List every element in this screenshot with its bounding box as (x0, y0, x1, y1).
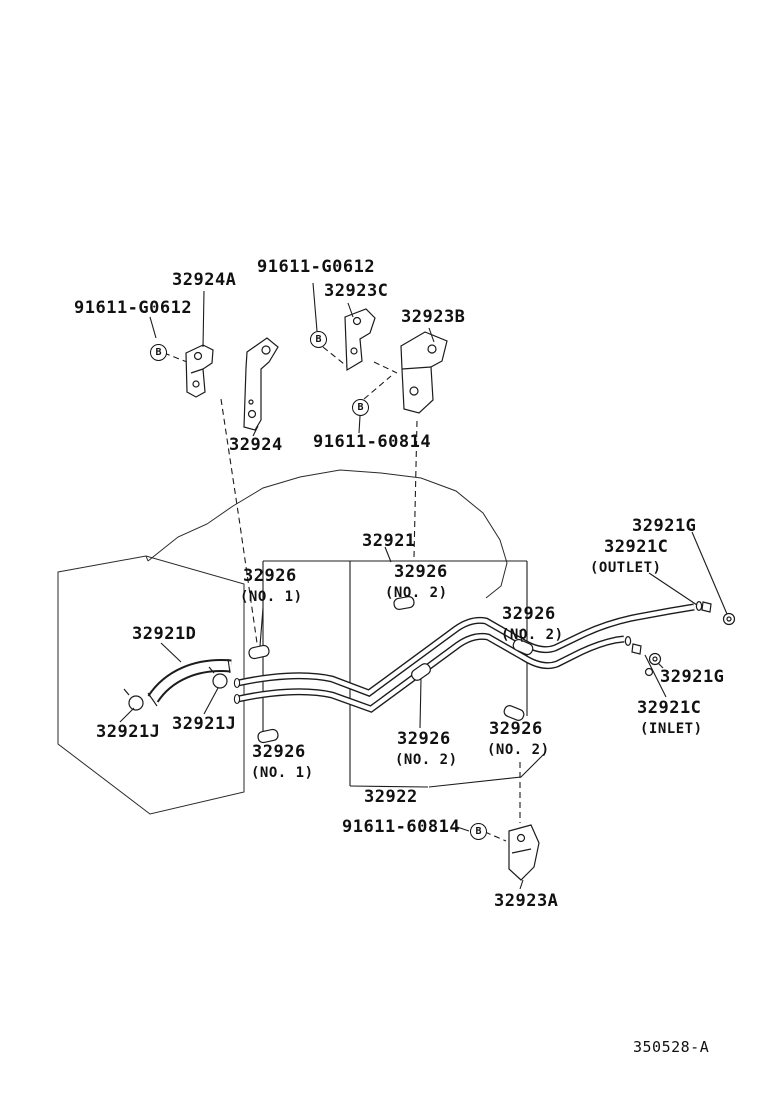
part-label-32926-no2-low-right: 32926 (489, 719, 543, 739)
part-label-32921c-inlet: 32921C (637, 698, 702, 718)
part-label-32922: 32922 (364, 787, 418, 807)
bracket-32924a (185, 344, 214, 398)
fittings-inlet (624, 635, 662, 677)
engine-outline (57, 469, 508, 815)
bracket-32924 (243, 337, 279, 431)
drawing-number: 350528-A (633, 1038, 710, 1056)
bolt-callout-icon: B (352, 399, 369, 416)
part-label-no2-top: (NO. 2) (385, 585, 448, 601)
part-label-32923a: 32923A (494, 891, 559, 911)
part-label-no2-low-right: (NO. 2) (487, 742, 550, 758)
part-label-outlet: (OUTLET) (590, 560, 662, 576)
part-label-32921: 32921 (362, 531, 416, 551)
bracket-32923a (508, 824, 540, 881)
part-label-91611-60814-top: 91611-60814 (313, 432, 432, 452)
part-label-32921c-outlet: 32921C (604, 537, 669, 557)
clamp-32921j (123, 666, 228, 711)
clamp-32926 (248, 596, 534, 744)
part-label-91611-g0612-top: 91611-G0612 (257, 257, 376, 277)
bracket-32923c (344, 308, 376, 372)
bolt-callout-icon: B (150, 344, 167, 361)
part-label-91611-g0612-left: 91611-G0612 (74, 298, 193, 318)
part-label-32921d: 32921D (132, 624, 197, 644)
part-label-32926-no2-right: 32926 (502, 604, 556, 624)
hose-32921d (147, 658, 232, 707)
part-label-32924a: 32924A (172, 270, 237, 290)
fittings-outlet (695, 600, 736, 626)
part-label-no2-bottom: (NO. 2) (395, 752, 458, 768)
leader-lines (119, 282, 728, 890)
part-label-91611-60814-bottom: 91611-60814 (342, 817, 461, 837)
part-label-32926-no2-bottom: 32926 (397, 729, 451, 749)
part-label-32926-no1-bottom: 32926 (252, 742, 306, 762)
bracket-32923b (400, 331, 448, 414)
part-label-32926-no1-top: 32926 (243, 566, 297, 586)
part-label-32921g-lower: 32921G (660, 667, 725, 687)
part-label-inlet: (INLET) (640, 721, 703, 737)
part-label-32921j-left: 32921J (96, 722, 161, 742)
bolt-leader-lines (163, 346, 521, 842)
bolt-callout-icon: B (470, 823, 487, 840)
part-label-32923c: 32923C (324, 281, 389, 301)
part-label-32921g-top: 32921G (632, 516, 697, 536)
part-label-no1-bottom: (NO. 1) (251, 765, 314, 781)
part-label-32921j-mid: 32921J (172, 714, 237, 734)
bolt-callout-icon: B (310, 331, 327, 348)
part-label-32924: 32924 (229, 435, 283, 455)
part-label-no1-top: (NO. 1) (240, 589, 303, 605)
pipes (233, 603, 695, 713)
part-label-no2-right: (NO. 2) (501, 627, 564, 643)
part-label-32926-no2-top: 32926 (394, 562, 448, 582)
part-label-32923b: 32923B (401, 307, 466, 327)
